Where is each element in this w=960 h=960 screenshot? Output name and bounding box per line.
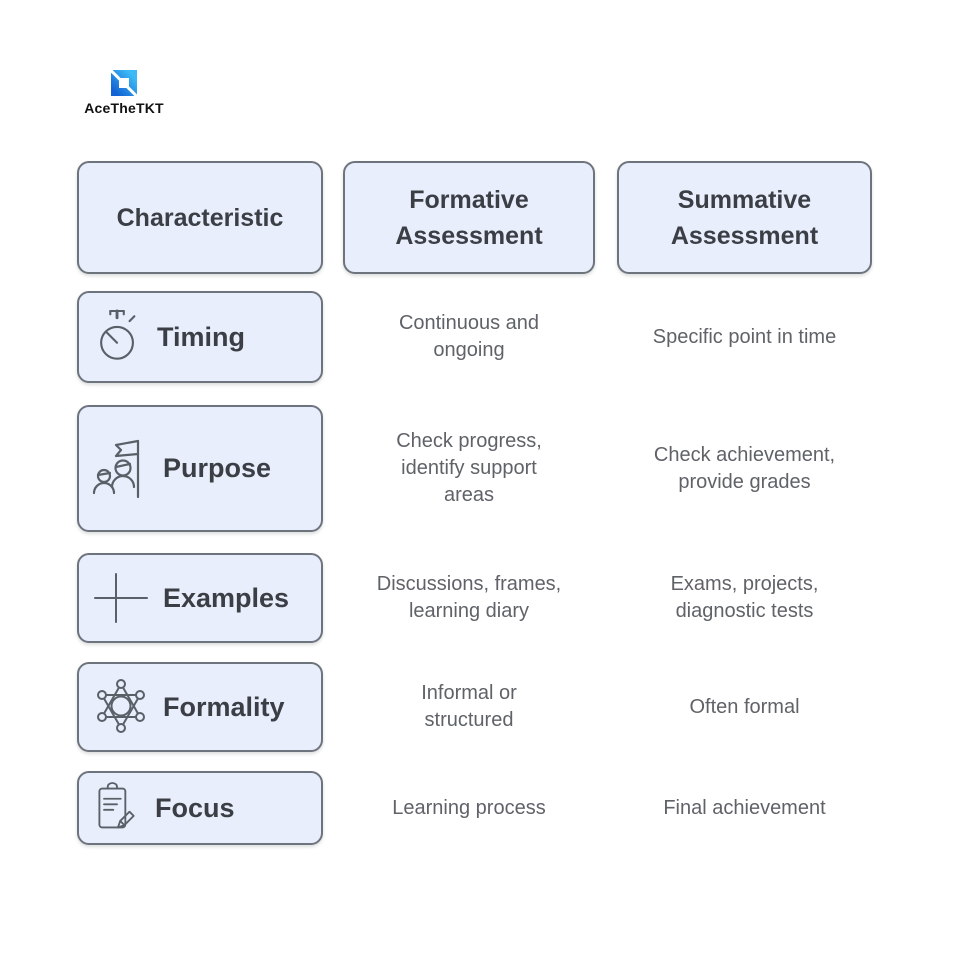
row-label-formality: Formality — [163, 691, 285, 722]
row-label-box-focus: Focus — [77, 771, 323, 845]
table-row-focus: Focus Learning process Final achievement — [77, 771, 872, 845]
row-label-examples: Examples — [163, 582, 290, 613]
row-label-focus: Focus — [155, 792, 235, 823]
row-label-box-timing: Timing — [77, 291, 323, 383]
table-row-formality: Formality Informal or structured Often f… — [77, 662, 872, 752]
table-row-examples: Examples Discussions, frames, learning d… — [77, 553, 872, 643]
cell-purpose-formative: Check progress, identify support areas — [396, 430, 542, 506]
row-label-box-purpose: Purpose — [77, 405, 323, 532]
header-formative-assessment: Formative Assessment — [343, 161, 595, 274]
table-header-row: Characteristic Formative Assessment Summ… — [77, 161, 872, 274]
cell-formality-summative: Often formal — [689, 695, 800, 718]
cell-formality-formative: Informal or structured — [421, 682, 517, 731]
header-characteristic: Characteristic — [77, 161, 323, 274]
team-flag-icon — [92, 437, 150, 501]
table-row-purpose: Purpose Check progress, identify support… — [77, 405, 872, 532]
cell-timing-formative: Continuous and ongoing — [398, 312, 540, 361]
table-row-timing: Timing Continuous and ongoing Specific p… — [77, 291, 872, 383]
cell-purpose-summative: Check achievement, provide grades — [653, 443, 836, 493]
cell-examples-summative: Exams, projects, diagnostic tests — [670, 573, 819, 622]
row-label-purpose: Purpose — [163, 453, 272, 483]
comparison-table: Characteristic Formative Assessment Summ… — [77, 161, 872, 845]
brand-logo-icon — [111, 70, 137, 96]
stopwatch-icon — [92, 307, 144, 367]
logo-inner-square — [119, 78, 129, 88]
header-summative-assessment: Summative Assessment — [617, 161, 872, 274]
brand-logo-text: AceTheTKT — [84, 100, 164, 116]
plus-icon — [92, 570, 150, 626]
cell-examples-formative: Discussions, frames, learning diary — [376, 573, 562, 622]
cell-timing-summative: Specific point in time — [652, 325, 837, 348]
row-label-timing: Timing — [157, 321, 246, 352]
row-label-box-formality: Formality — [77, 662, 323, 752]
row-label-box-examples: Examples — [77, 553, 323, 643]
clipboard-pencil-icon — [92, 781, 142, 835]
badge-star-icon — [92, 679, 150, 735]
cell-focus-formative: Learning process — [392, 796, 546, 819]
cell-focus-summative: Final achievement — [663, 796, 826, 819]
brand-logo: AceTheTKT — [80, 70, 168, 116]
